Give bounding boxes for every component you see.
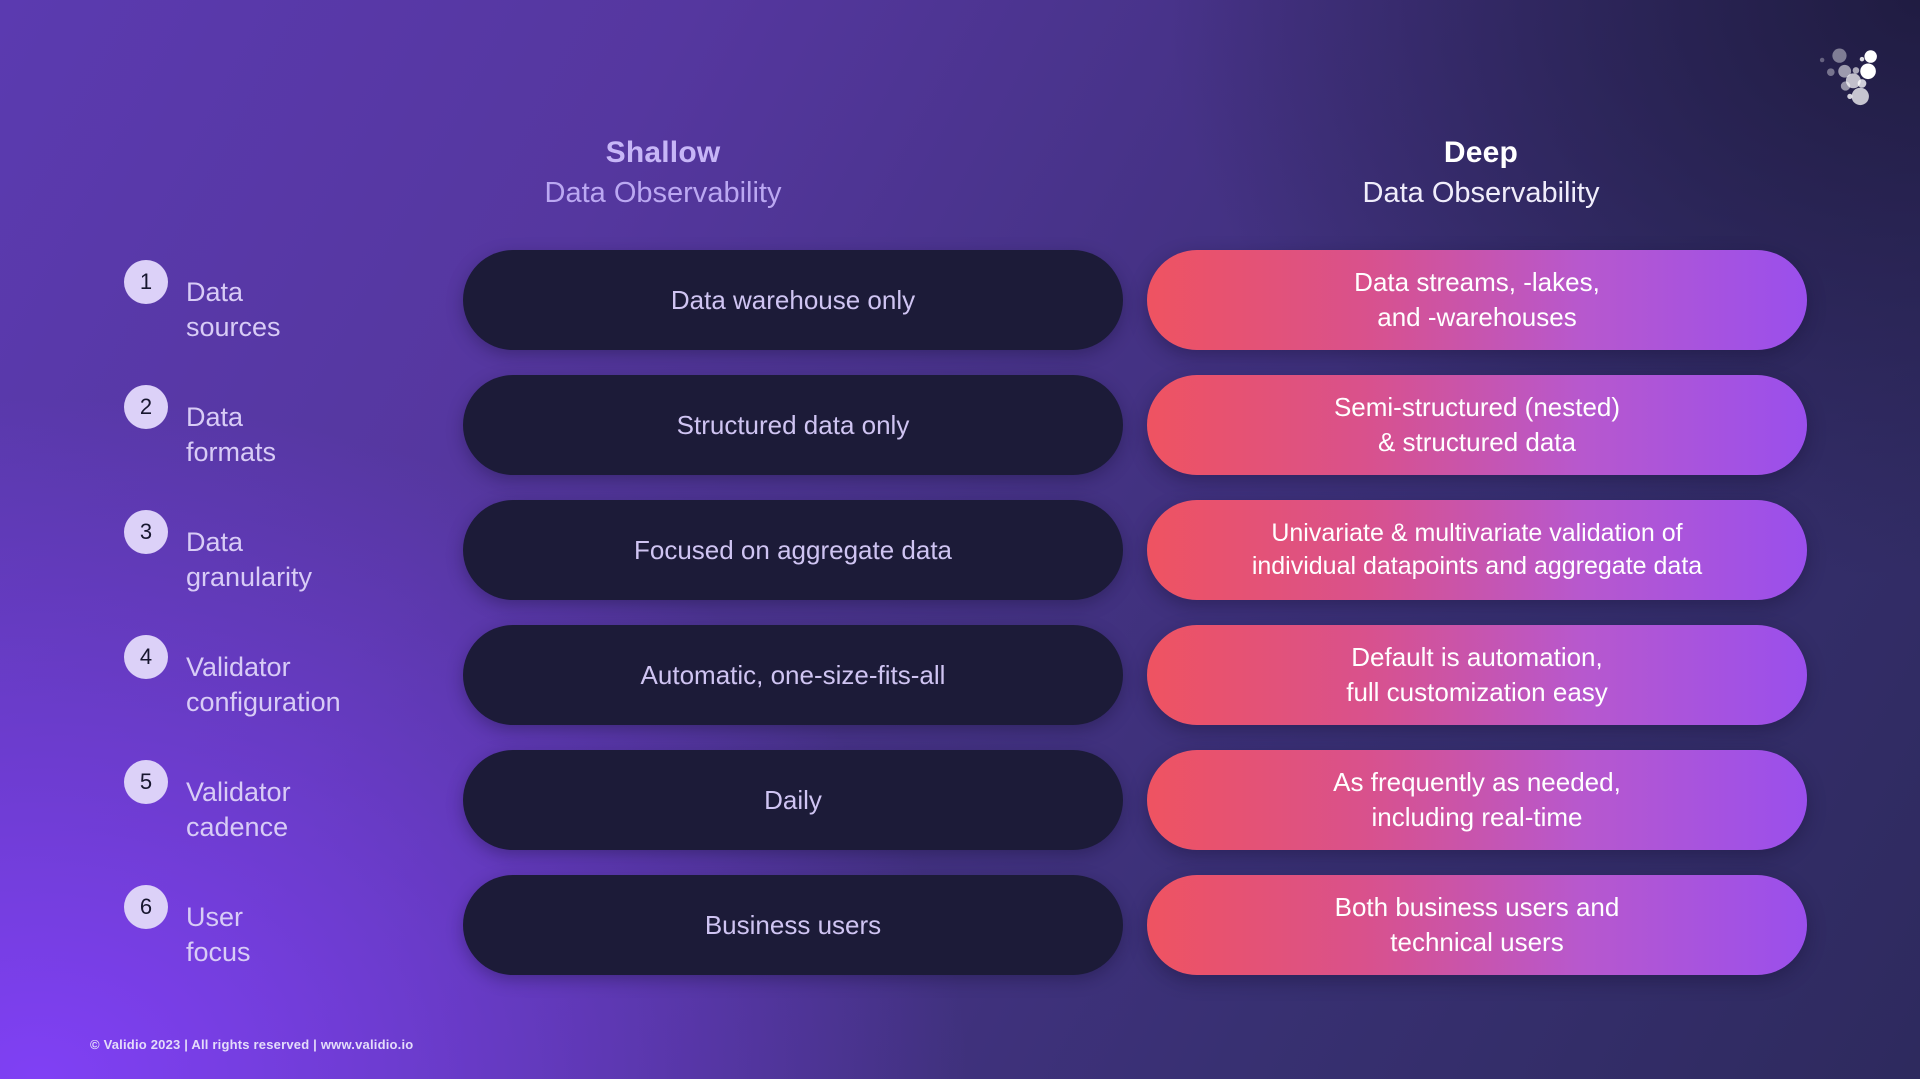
shallow-pill-text: Structured data only xyxy=(676,409,910,440)
row-number-badge: 1 xyxy=(124,260,168,304)
logo-dot-11 xyxy=(1859,56,1865,62)
comparison-row: 5 Validator cadence Daily As frequently as … xyxy=(0,742,1920,866)
row-label-cell: 2 Data formats xyxy=(124,367,454,491)
comparison-row: 3 Data granularity Focused on aggregate da… xyxy=(0,492,1920,616)
logo-dot-10 xyxy=(1851,87,1869,106)
shallow-pill[interactable]: Structured data only xyxy=(463,375,1123,475)
deep-pill-text: Data streams, -lakes, and -warehouses xyxy=(1354,267,1600,332)
deep-pill-text: Semi-structured (nested) & structured da… xyxy=(1333,392,1621,457)
deep-pill-text: Default is automation, full customizatio… xyxy=(1346,642,1608,707)
column-header-shallow: Shallow Data Observability xyxy=(463,136,863,210)
deep-pill-text: As frequently as needed, including real-… xyxy=(1333,767,1621,832)
row-label-text: Data formats xyxy=(186,402,277,467)
deep-title: Deep xyxy=(1443,136,1519,169)
shallow-pill-text: Daily xyxy=(764,784,822,815)
comparison-row: 6 User focus Business users Both business u… xyxy=(0,867,1920,991)
comparison-row: 1 Data sources Data warehouse only Data str… xyxy=(0,242,1920,366)
shallow-pill-text: Business users xyxy=(704,909,882,940)
row-label-text: Data sources xyxy=(186,277,281,342)
row-number-badge: 3 xyxy=(124,510,168,554)
shallow-pill[interactable]: Data warehouse only xyxy=(463,250,1123,350)
logo-dot-9 xyxy=(1847,93,1853,99)
deep-subtitle: Data Observability xyxy=(1362,176,1600,209)
column-headers: Shallow Data Observability Deep Data Obs… xyxy=(0,136,1920,222)
deep-pill[interactable]: As frequently as needed, including real-… xyxy=(1147,750,1807,850)
deep-pill-text: Univariate & multivariate validation of … xyxy=(1251,518,1703,580)
row-label-cell: 3 Data granularity xyxy=(124,492,454,616)
logo-dot-4 xyxy=(1838,64,1852,78)
logo-dot-7 xyxy=(1845,73,1861,89)
row-label-cell: 1 Data sources xyxy=(124,242,454,366)
row-label-cell: 6 User focus xyxy=(124,867,454,991)
row-label-text: Validator configuration xyxy=(186,652,341,717)
validio-dot-logo-icon xyxy=(1819,48,1877,106)
shallow-pill-text: Data warehouse only xyxy=(670,284,916,315)
row-number-badge: 6 xyxy=(124,885,168,929)
logo-dot-12 xyxy=(1864,50,1877,63)
column-header-deep: Deep Data Observability xyxy=(1141,136,1821,210)
shallow-pill-text: Automatic, one-size-fits-all xyxy=(640,659,946,690)
row-label-text: Validator cadence xyxy=(186,777,291,842)
row-label-cell: 4 Validator configuration xyxy=(124,617,454,741)
shallow-pill[interactable]: Focused on aggregate data xyxy=(463,500,1123,600)
shallow-title: Shallow xyxy=(605,136,721,169)
shallow-pill[interactable]: Daily xyxy=(463,750,1123,850)
logo-dot-2 xyxy=(1832,48,1847,63)
shallow-pill[interactable]: Business users xyxy=(463,875,1123,975)
deep-pill[interactable]: Univariate & multivariate validation of … xyxy=(1147,500,1807,600)
comparison-grid: 1 Data sources Data warehouse only Data str… xyxy=(0,242,1920,992)
logo-dot-1 xyxy=(1819,57,1825,63)
row-number-badge: 5 xyxy=(124,760,168,804)
row-label-cell: 5 Validator cadence xyxy=(124,742,454,866)
footer-copyright: © Validio 2023 | All rights reserved | w… xyxy=(90,1037,414,1052)
row-label-text: Data granularity xyxy=(186,527,313,592)
row-number-badge: 4 xyxy=(124,635,168,679)
logo-dot-8 xyxy=(1857,79,1867,88)
shallow-subtitle: Data Observability xyxy=(544,176,782,209)
row-label-text: User focus xyxy=(186,902,251,967)
logo-dot-3 xyxy=(1826,68,1835,76)
deep-pill[interactable]: Both business users and technical users xyxy=(1147,875,1807,975)
deep-pill[interactable]: Semi-structured (nested) & structured da… xyxy=(1147,375,1807,475)
comparison-row: 4 Validator configuration Automatic, one-s… xyxy=(0,617,1920,741)
deep-pill[interactable]: Data streams, -lakes, and -warehouses xyxy=(1147,250,1807,350)
row-number-badge: 2 xyxy=(124,385,168,429)
comparison-row: 2 Data formats Structured data only Semi-st… xyxy=(0,367,1920,491)
logo-dot-5 xyxy=(1852,67,1860,74)
shallow-pill-text: Focused on aggregate data xyxy=(633,534,953,565)
deep-pill[interactable]: Default is automation, full customizatio… xyxy=(1147,625,1807,725)
validio-logo xyxy=(1804,34,1894,112)
logo-dot-13 xyxy=(1860,63,1876,80)
deep-pill-text: Both business users and technical users xyxy=(1334,892,1620,957)
shallow-pill[interactable]: Automatic, one-size-fits-all xyxy=(463,625,1123,725)
